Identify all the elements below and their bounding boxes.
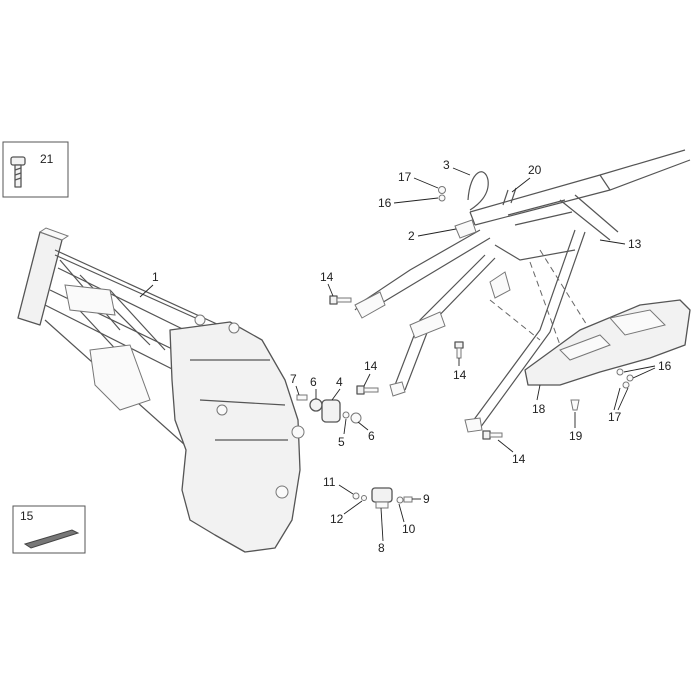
callout-1: 1 bbox=[152, 270, 159, 284]
callout-18: 18 bbox=[532, 402, 546, 416]
callout-4: 4 bbox=[336, 375, 343, 389]
rear-subframe bbox=[354, 149, 691, 433]
callout-16a: 16 bbox=[378, 196, 392, 210]
bolt-icon bbox=[454, 341, 464, 359]
main-frame bbox=[17, 227, 305, 553]
callout-17a: 17 bbox=[398, 170, 412, 184]
bolt-icon bbox=[482, 430, 503, 440]
callout-14a: 14 bbox=[320, 270, 334, 284]
callout-5: 5 bbox=[338, 435, 345, 449]
sensor-icon bbox=[371, 487, 393, 503]
callout-10: 10 bbox=[402, 522, 416, 536]
callout-6a: 6 bbox=[310, 375, 317, 389]
callout-13: 13 bbox=[628, 237, 642, 251]
sensor-group bbox=[352, 487, 413, 509]
fastener-group-right bbox=[570, 368, 634, 411]
callout-11: 11 bbox=[323, 475, 336, 489]
callout-9: 9 bbox=[423, 492, 430, 506]
bolt-icon bbox=[329, 295, 352, 305]
callout-17b: 17 bbox=[608, 410, 622, 424]
callout-14d: 14 bbox=[512, 452, 526, 466]
callout-19: 19 bbox=[569, 429, 583, 443]
mount-bush-icon bbox=[321, 399, 341, 423]
washer-icon bbox=[438, 194, 446, 202]
nut-icon bbox=[616, 368, 624, 376]
callout-3: 3 bbox=[443, 158, 450, 172]
engine-mount-group bbox=[296, 394, 362, 424]
inset-box-bolt: 21 bbox=[2, 141, 69, 198]
rear-mudguard bbox=[524, 299, 691, 386]
nut-icon bbox=[438, 186, 446, 194]
callout-2: 2 bbox=[408, 229, 415, 243]
inset-box-pad: 15 bbox=[12, 505, 86, 554]
cable-clip-assembly bbox=[438, 171, 517, 239]
bolt-icon bbox=[10, 156, 26, 188]
callout-7: 7 bbox=[290, 372, 297, 386]
callout-12: 12 bbox=[330, 512, 344, 526]
callout-21: 21 bbox=[40, 152, 54, 166]
screw-icon bbox=[296, 394, 308, 401]
bolt-icon bbox=[356, 385, 379, 395]
bolt-set bbox=[329, 295, 503, 440]
callout-16b: 16 bbox=[658, 359, 672, 373]
callout-6b: 6 bbox=[368, 429, 375, 443]
callout-8: 8 bbox=[378, 541, 385, 555]
callout-14b: 14 bbox=[364, 359, 378, 373]
callout-14c: 14 bbox=[453, 368, 467, 382]
washer-icon bbox=[622, 381, 630, 389]
nut-icon bbox=[626, 374, 634, 382]
adhesive-pad-icon bbox=[23, 529, 80, 549]
callout-20: 20 bbox=[528, 163, 542, 177]
screw-icon bbox=[570, 399, 580, 411]
callout-15: 15 bbox=[20, 509, 34, 523]
